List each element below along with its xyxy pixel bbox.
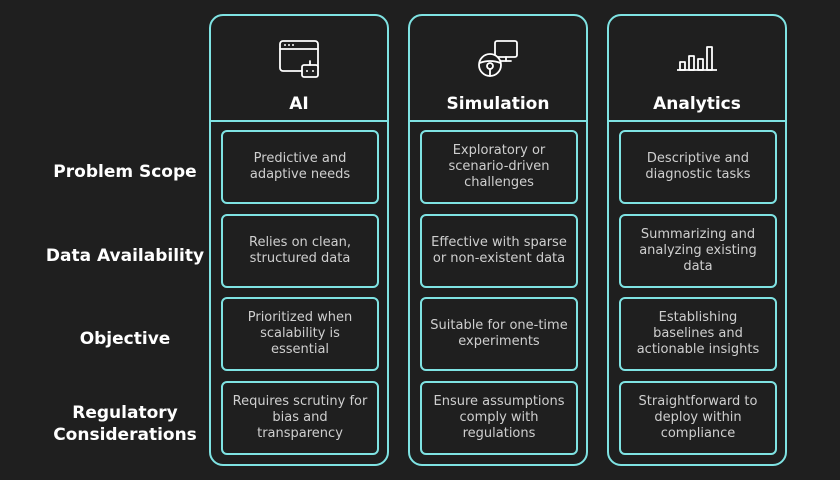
cell-simulation-objective: Suitable for one-time experiments xyxy=(420,297,578,371)
cell-analytics-objective: Establishing baselines and actionable in… xyxy=(619,297,777,371)
column-header: Simulation xyxy=(410,16,586,122)
bar-chart-icon xyxy=(675,36,719,80)
cell-simulation-data-availability: Effective with sparse or non-existent da… xyxy=(420,214,578,288)
row-label-problem-scope: Problem Scope xyxy=(53,162,197,182)
cell-analytics-regulatory: Straightforward to deploy within complia… xyxy=(619,381,777,455)
column-analytics: Analytics Descriptive and diagnostic tas… xyxy=(607,14,787,466)
column-ai: AI Predictive and adaptive needs Relies … xyxy=(209,14,389,466)
column-title: Analytics xyxy=(653,94,741,114)
cell-simulation-problem-scope: Exploratory or scenario-driven challenge… xyxy=(420,130,578,204)
row-label-regulatory-considerations: Regulatory Considerations xyxy=(53,403,197,445)
browser-robot-icon xyxy=(277,36,321,80)
cell-ai-data-availability: Relies on clean, structured data xyxy=(221,214,379,288)
cell-simulation-regulatory: Ensure assumptions comply with regulatio… xyxy=(420,381,578,455)
column-title: Simulation xyxy=(446,94,550,114)
row-label-objective: Objective xyxy=(79,329,171,349)
column-title: AI xyxy=(289,94,309,114)
cell-analytics-data-availability: Summarizing and analyzing existing data xyxy=(619,214,777,288)
cell-ai-objective: Prioritized when scalability is essentia… xyxy=(221,297,379,371)
column-header: Analytics xyxy=(609,16,785,122)
cell-analytics-problem-scope: Descriptive and diagnostic tasks xyxy=(619,130,777,204)
column-simulation: Simulation Exploratory or scenario-drive… xyxy=(408,14,588,466)
cell-ai-regulatory: Requires scrutiny for bias and transpare… xyxy=(221,381,379,455)
steering-wheel-monitor-icon xyxy=(476,36,520,80)
row-label-data-availability: Data Availability xyxy=(45,246,205,266)
cell-ai-problem-scope: Predictive and adaptive needs xyxy=(221,130,379,204)
column-header: AI xyxy=(211,16,387,122)
